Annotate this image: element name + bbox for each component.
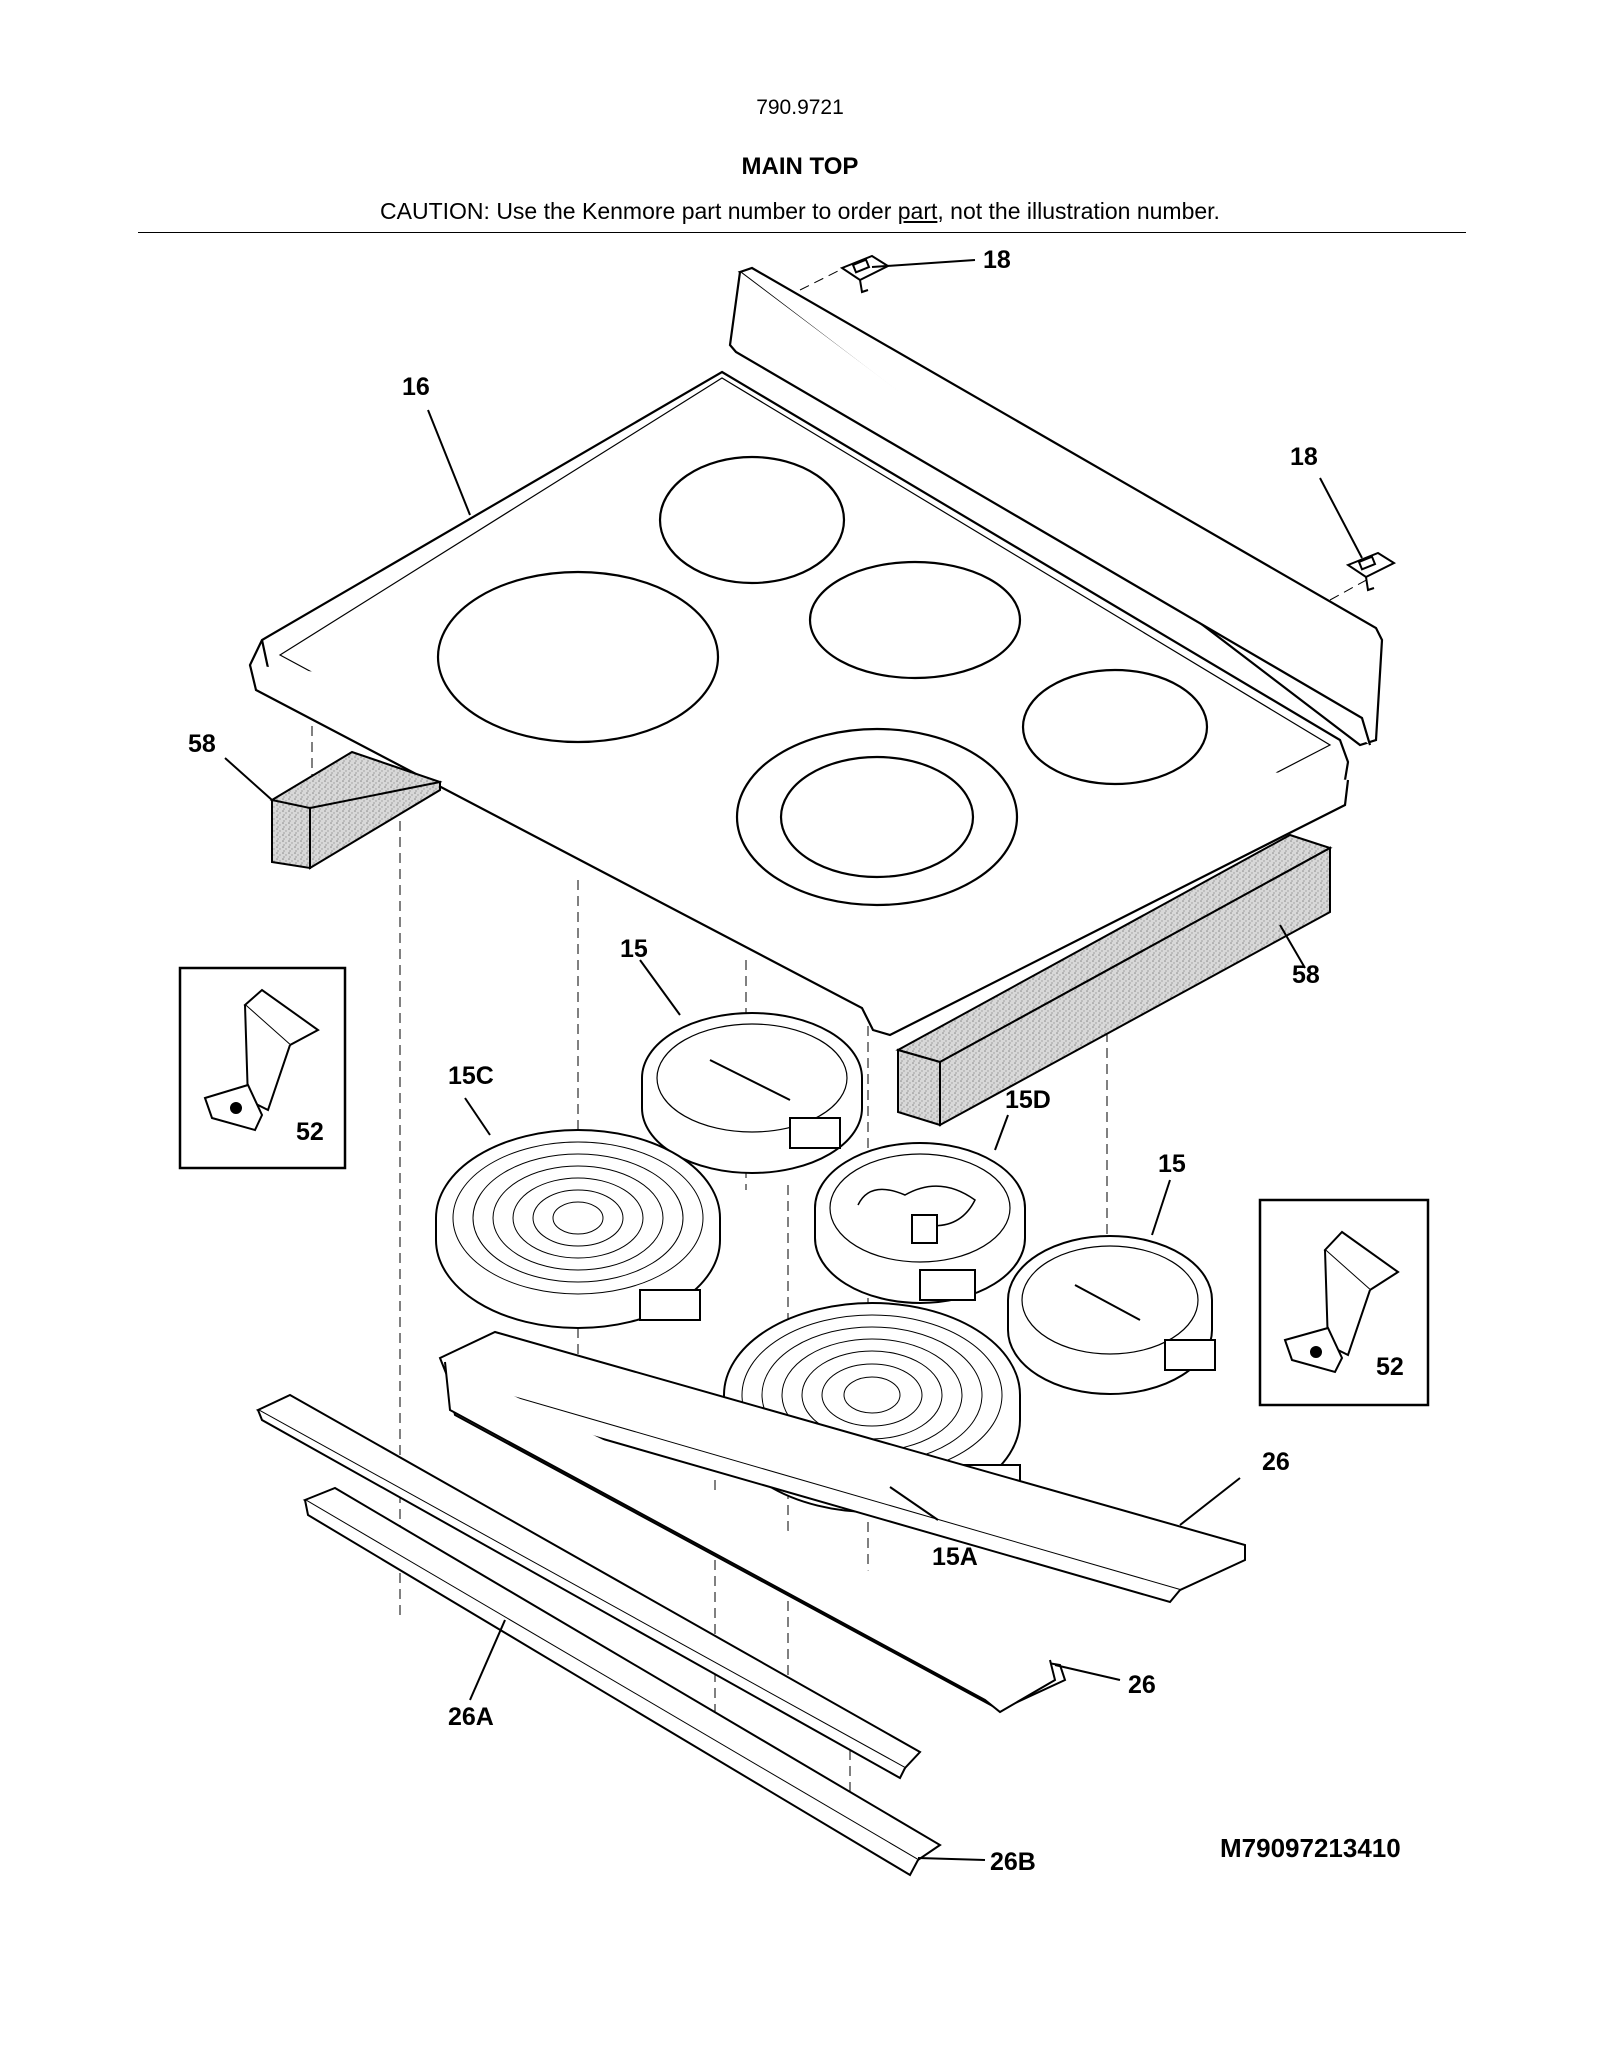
callout-18-right: 18 [1290,443,1318,471]
support-rail-26A [255,1393,922,1780]
caution-part-link: part [897,198,938,224]
caution-text-prefix: CAUTION: Use the Kenmore part number to … [380,198,898,224]
callout-leaders [224,259,1363,1861]
clip-part-18-right [1345,551,1397,592]
caution-text-suffix: , not the illustration number. [937,198,1220,224]
callout-58-left: 58 [188,730,216,758]
callout-26-upper: 26 [1262,1448,1290,1476]
callout-52-left: 52 [296,1118,324,1146]
callout-26B: 26B [990,1848,1036,1876]
clip-part-18-top [839,254,891,294]
caution-note: CAUTION: Use the Kenmore part number to … [0,198,1600,225]
radiant-element-15-top [641,1012,863,1174]
insulation-strip-58-right [895,833,1333,1127]
callout-15C: 15C [448,1062,494,1090]
callout-26-lower: 26 [1128,1671,1156,1699]
insulation-strip-58-left [269,750,443,870]
callout-15A: 15A [932,1543,978,1571]
inset-box-part-52-left [178,966,347,1170]
callout-15-right: 15 [1158,1150,1186,1178]
callout-15D: 15D [1005,1086,1051,1114]
callout-26A: 26A [448,1703,494,1731]
callout-18-top: 18 [983,246,1011,274]
callout-16: 16 [402,373,430,401]
radiant-element-15D [814,1142,1026,1304]
callout-52-right: 52 [1376,1353,1404,1381]
model-number: 790.9721 [756,96,844,119]
cooktop-main-top-16 [248,266,1384,1037]
support-rail-26B [302,1486,942,1877]
section-title: MAIN TOP [741,153,859,180]
diagram-code: M79097213410 [1220,1833,1401,1863]
callout-15-top: 15 [620,935,648,963]
radiant-element-15-right [1007,1235,1216,1395]
callout-58-right: 58 [1292,961,1320,989]
radiant-element-15C [435,1129,721,1329]
inset-box-part-52-right [1258,1198,1430,1407]
element-bracket-26-lower [444,1361,1067,1714]
header-divider [138,232,1466,233]
